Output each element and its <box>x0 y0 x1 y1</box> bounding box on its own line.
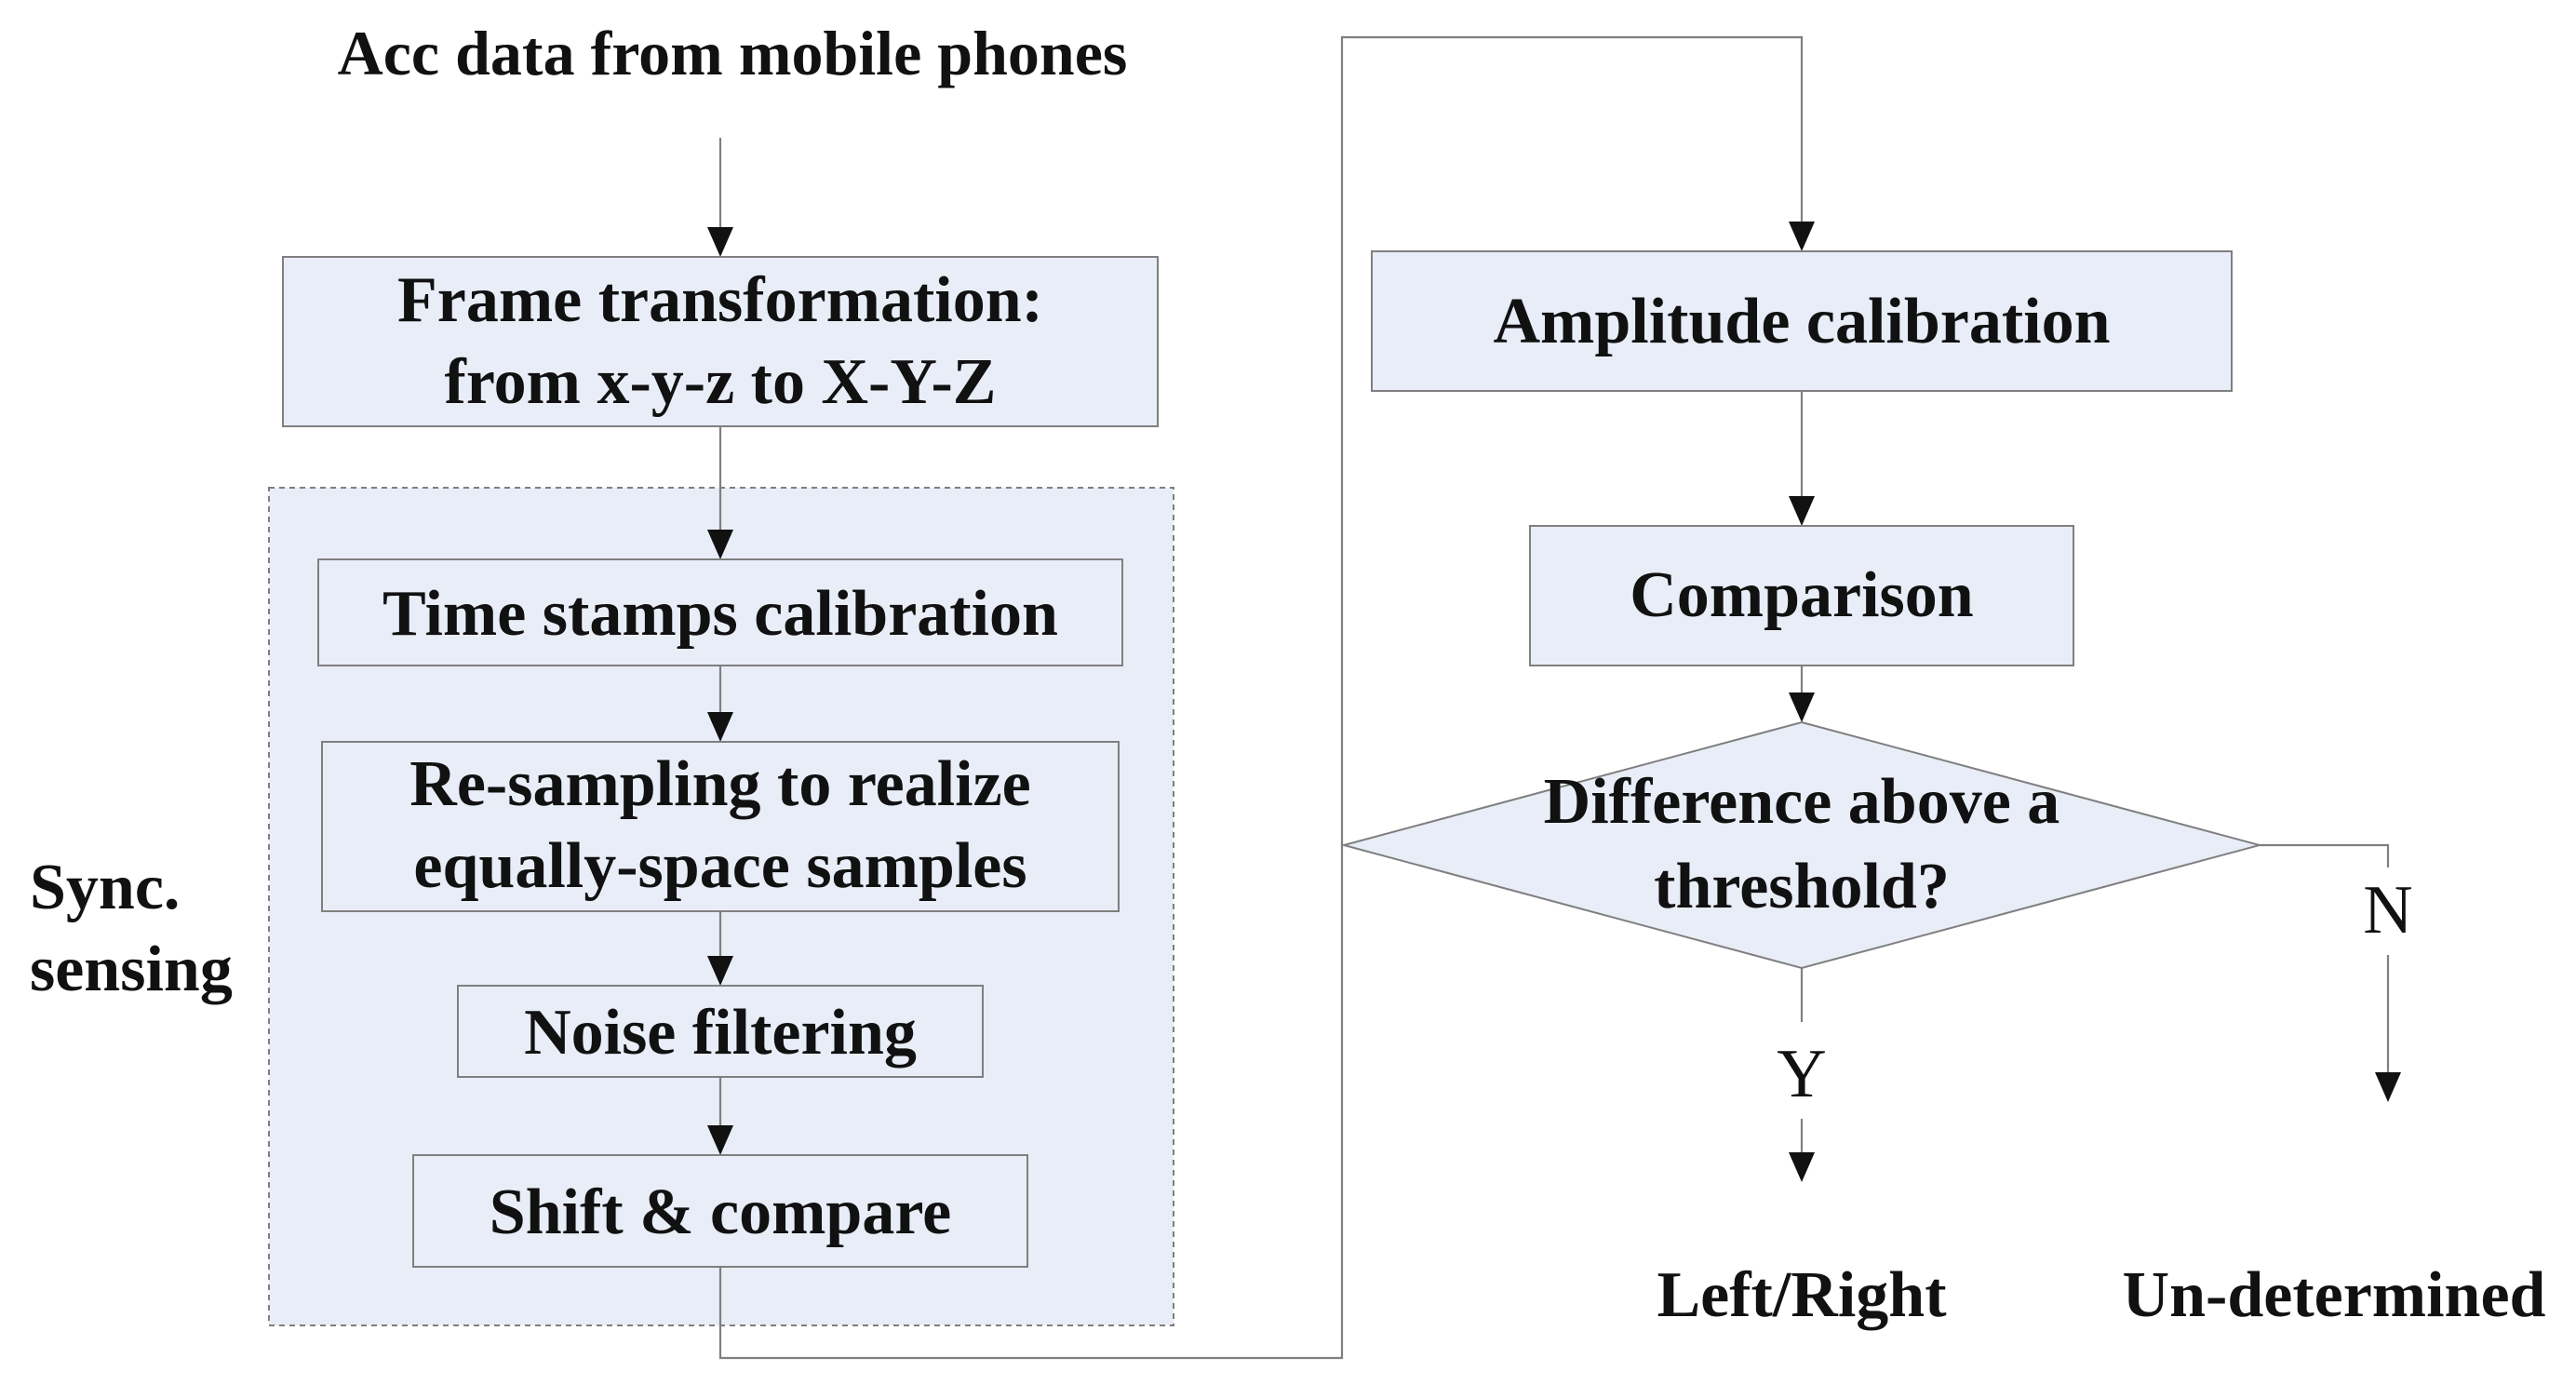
noise-filtering-label: Noise filtering <box>524 997 917 1069</box>
comparison-box <box>1529 525 2074 666</box>
sync-sensing-label-line1: Sync. <box>30 852 180 923</box>
sync-sensing-label-line2: sensing <box>30 934 233 1005</box>
frame-transformation-label-line2: from x-y-z to X-Y-Z <box>445 346 997 418</box>
arrowhead <box>1789 222 1815 251</box>
branch-no-label: N <box>2363 872 2412 948</box>
frame-transformation-label-line1: Frame transformation: <box>397 264 1043 336</box>
amplitude-calibration-label: Amplitude calibration <box>1493 286 2110 357</box>
arrowhead <box>707 227 733 257</box>
threshold-decision-diamond <box>1340 720 2263 970</box>
arrowhead <box>2375 1072 2401 1102</box>
decision-label-line1: Difference above a <box>1544 766 2060 838</box>
time-stamps-calibration-box <box>317 558 1123 666</box>
resampling-label-line1: Re-sampling to realize <box>409 748 1030 820</box>
frame-transformation-box <box>282 256 1159 427</box>
branch-no-line-top <box>2260 843 2390 867</box>
result-left-right: Left/Right <box>1657 1259 1946 1331</box>
arrowhead <box>1789 692 1815 722</box>
arrowhead <box>707 530 733 559</box>
shift-compare-box <box>412 1154 1028 1268</box>
time-stamps-calibration-label: Time stamps calibration <box>382 578 1058 650</box>
arrowhead <box>707 712 733 742</box>
arrowhead <box>1789 496 1815 526</box>
arrowhead <box>707 956 733 986</box>
amplitude-calibration-box <box>1371 250 2233 392</box>
shift-compare-label: Shift & compare <box>490 1177 951 1248</box>
connector-shift-to-amplitude <box>718 35 1804 1360</box>
resampling-label-line2: equally-space samples <box>413 830 1026 902</box>
comparison-label: Comparison <box>1630 559 1973 631</box>
decision-label-line2: threshold? <box>1654 851 1950 922</box>
noise-filtering-box <box>457 985 984 1078</box>
arrowhead <box>707 1125 733 1155</box>
branch-yes-label: Y <box>1777 1036 1826 1112</box>
resampling-box <box>321 741 1120 912</box>
source-label: Acc data from mobile phones <box>338 18 1128 88</box>
result-undetermined: Un-determined <box>2123 1259 2546 1331</box>
arrowhead <box>1789 1152 1815 1182</box>
